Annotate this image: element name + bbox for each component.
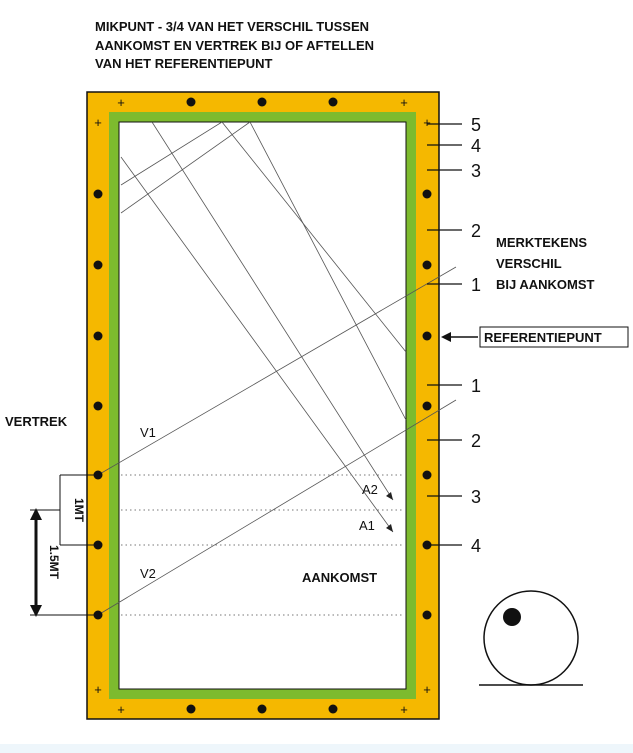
measure-1mt-text: 1MT — [72, 498, 86, 523]
a2-label: A2 — [362, 482, 378, 497]
a1-line-left — [120, 156, 394, 533]
v1-label: V1 — [140, 425, 156, 440]
right-numbers: 5 4 3 2 1 1 2 3 4 — [471, 115, 481, 556]
diamond-left-4 — [93, 401, 103, 411]
referentiepunt-box — [479, 326, 629, 348]
trajectory-lines — [97, 121, 457, 616]
diamond-top-1 — [186, 97, 196, 107]
number-2-upper: 2 — [471, 221, 481, 241]
cross-left-bottom-icon: + — [94, 682, 102, 697]
number-3-lower: 3 — [471, 487, 481, 507]
merktekens-line-2: VERSCHIL — [496, 256, 562, 271]
measure-15mt-text: 1.5MT — [47, 545, 61, 580]
referentiepunt-arrow-icon — [441, 332, 451, 342]
measure-15mt-down-arrow-icon — [30, 605, 42, 617]
a2-arrow-icon — [386, 492, 393, 500]
referentiepunt-text: REFERENTIEPUNT — [484, 330, 602, 345]
cross-left-top-icon: + — [94, 115, 102, 130]
aankomst-label: AANKOMST — [302, 570, 377, 585]
billiard-table — [86, 91, 440, 720]
diamond-left-2 — [93, 260, 103, 270]
bottom-strip — [0, 744, 633, 753]
cross-bottom-left-icon: + — [117, 702, 125, 717]
number-5: 5 — [471, 115, 481, 135]
title-line-3: VAN HET REFERENTIEPUNT — [95, 56, 272, 71]
merktekens-label: MERKTEKENS VERSCHIL BIJ AANKOMST — [496, 235, 595, 292]
number-2-lower: 2 — [471, 431, 481, 451]
corner-crosses: + + + + + + + + — [94, 95, 431, 717]
a2-line-left — [151, 121, 394, 501]
number-1-upper: 1 — [471, 275, 481, 295]
merktekens-line-3: BIJ AANKOMST — [496, 277, 595, 292]
cross-right-top-icon: + — [423, 115, 431, 130]
measure-1mt: 1MT — [59, 474, 98, 546]
title-line-1: MIKPUNT - 3/4 VAN HET VERSCHIL TUSSEN — [95, 19, 369, 34]
ball-outline — [483, 590, 579, 686]
number-3-upper: 3 — [471, 161, 481, 181]
diagram-title: MIKPUNT - 3/4 VAN HET VERSCHIL TUSSEN AA… — [95, 19, 374, 71]
vertrek-label: VERTREK — [5, 414, 68, 429]
table-surface — [118, 121, 407, 690]
diagonal-right-2 — [249, 121, 407, 421]
a1-arrow-icon — [386, 524, 393, 532]
diamond-bottom-1 — [186, 704, 196, 714]
title-line-2: AANKOMST EN VERTREK BIJ OF AFTELLEN — [95, 38, 374, 53]
v1-line — [97, 266, 457, 476]
v2-label: V2 — [140, 566, 156, 581]
ball-spin-icon — [479, 590, 583, 686]
a1-label: A1 — [359, 518, 375, 533]
diamond-top-2 — [257, 97, 267, 107]
arrowheads — [386, 492, 393, 532]
number-1-lower: 1 — [471, 376, 481, 396]
cross-bottom-right-icon: + — [400, 702, 408, 717]
diamond-bottom-2 — [257, 704, 267, 714]
diamond-right-5 — [422, 470, 432, 480]
referentiepunt-callout: REFERENTIEPUNT — [441, 326, 629, 348]
diagonal-right-1 — [221, 121, 407, 353]
diamond-left-1 — [93, 189, 103, 199]
crossing-line-lower — [120, 121, 251, 214]
diamond-bottom-3 — [328, 704, 338, 714]
merktekens-line-1: MERKTEKENS — [496, 235, 587, 250]
cross-top-left-icon: + — [117, 95, 125, 110]
diamond-right-2 — [422, 260, 432, 270]
measure-15mt-up-arrow-icon — [30, 508, 42, 520]
right-ticks — [427, 123, 462, 546]
ball-contact-point — [503, 608, 521, 626]
diamond-top-3 — [328, 97, 338, 107]
number-4-lower: 4 — [471, 536, 481, 556]
measure-15mt: 1.5MT — [30, 508, 98, 617]
diamond-right-1 — [422, 189, 432, 199]
diamond-left-3 — [93, 331, 103, 341]
diamond-right-7 — [422, 610, 432, 620]
diamond-right-4 — [422, 401, 432, 411]
cross-right-bottom-icon: + — [423, 682, 431, 697]
crossing-line-top — [120, 121, 223, 186]
rail-diamonds — [93, 97, 432, 714]
number-4-upper: 4 — [471, 136, 481, 156]
diamond-right-3 — [422, 331, 432, 341]
cross-top-right-icon: + — [400, 95, 408, 110]
v2-line — [97, 399, 457, 616]
